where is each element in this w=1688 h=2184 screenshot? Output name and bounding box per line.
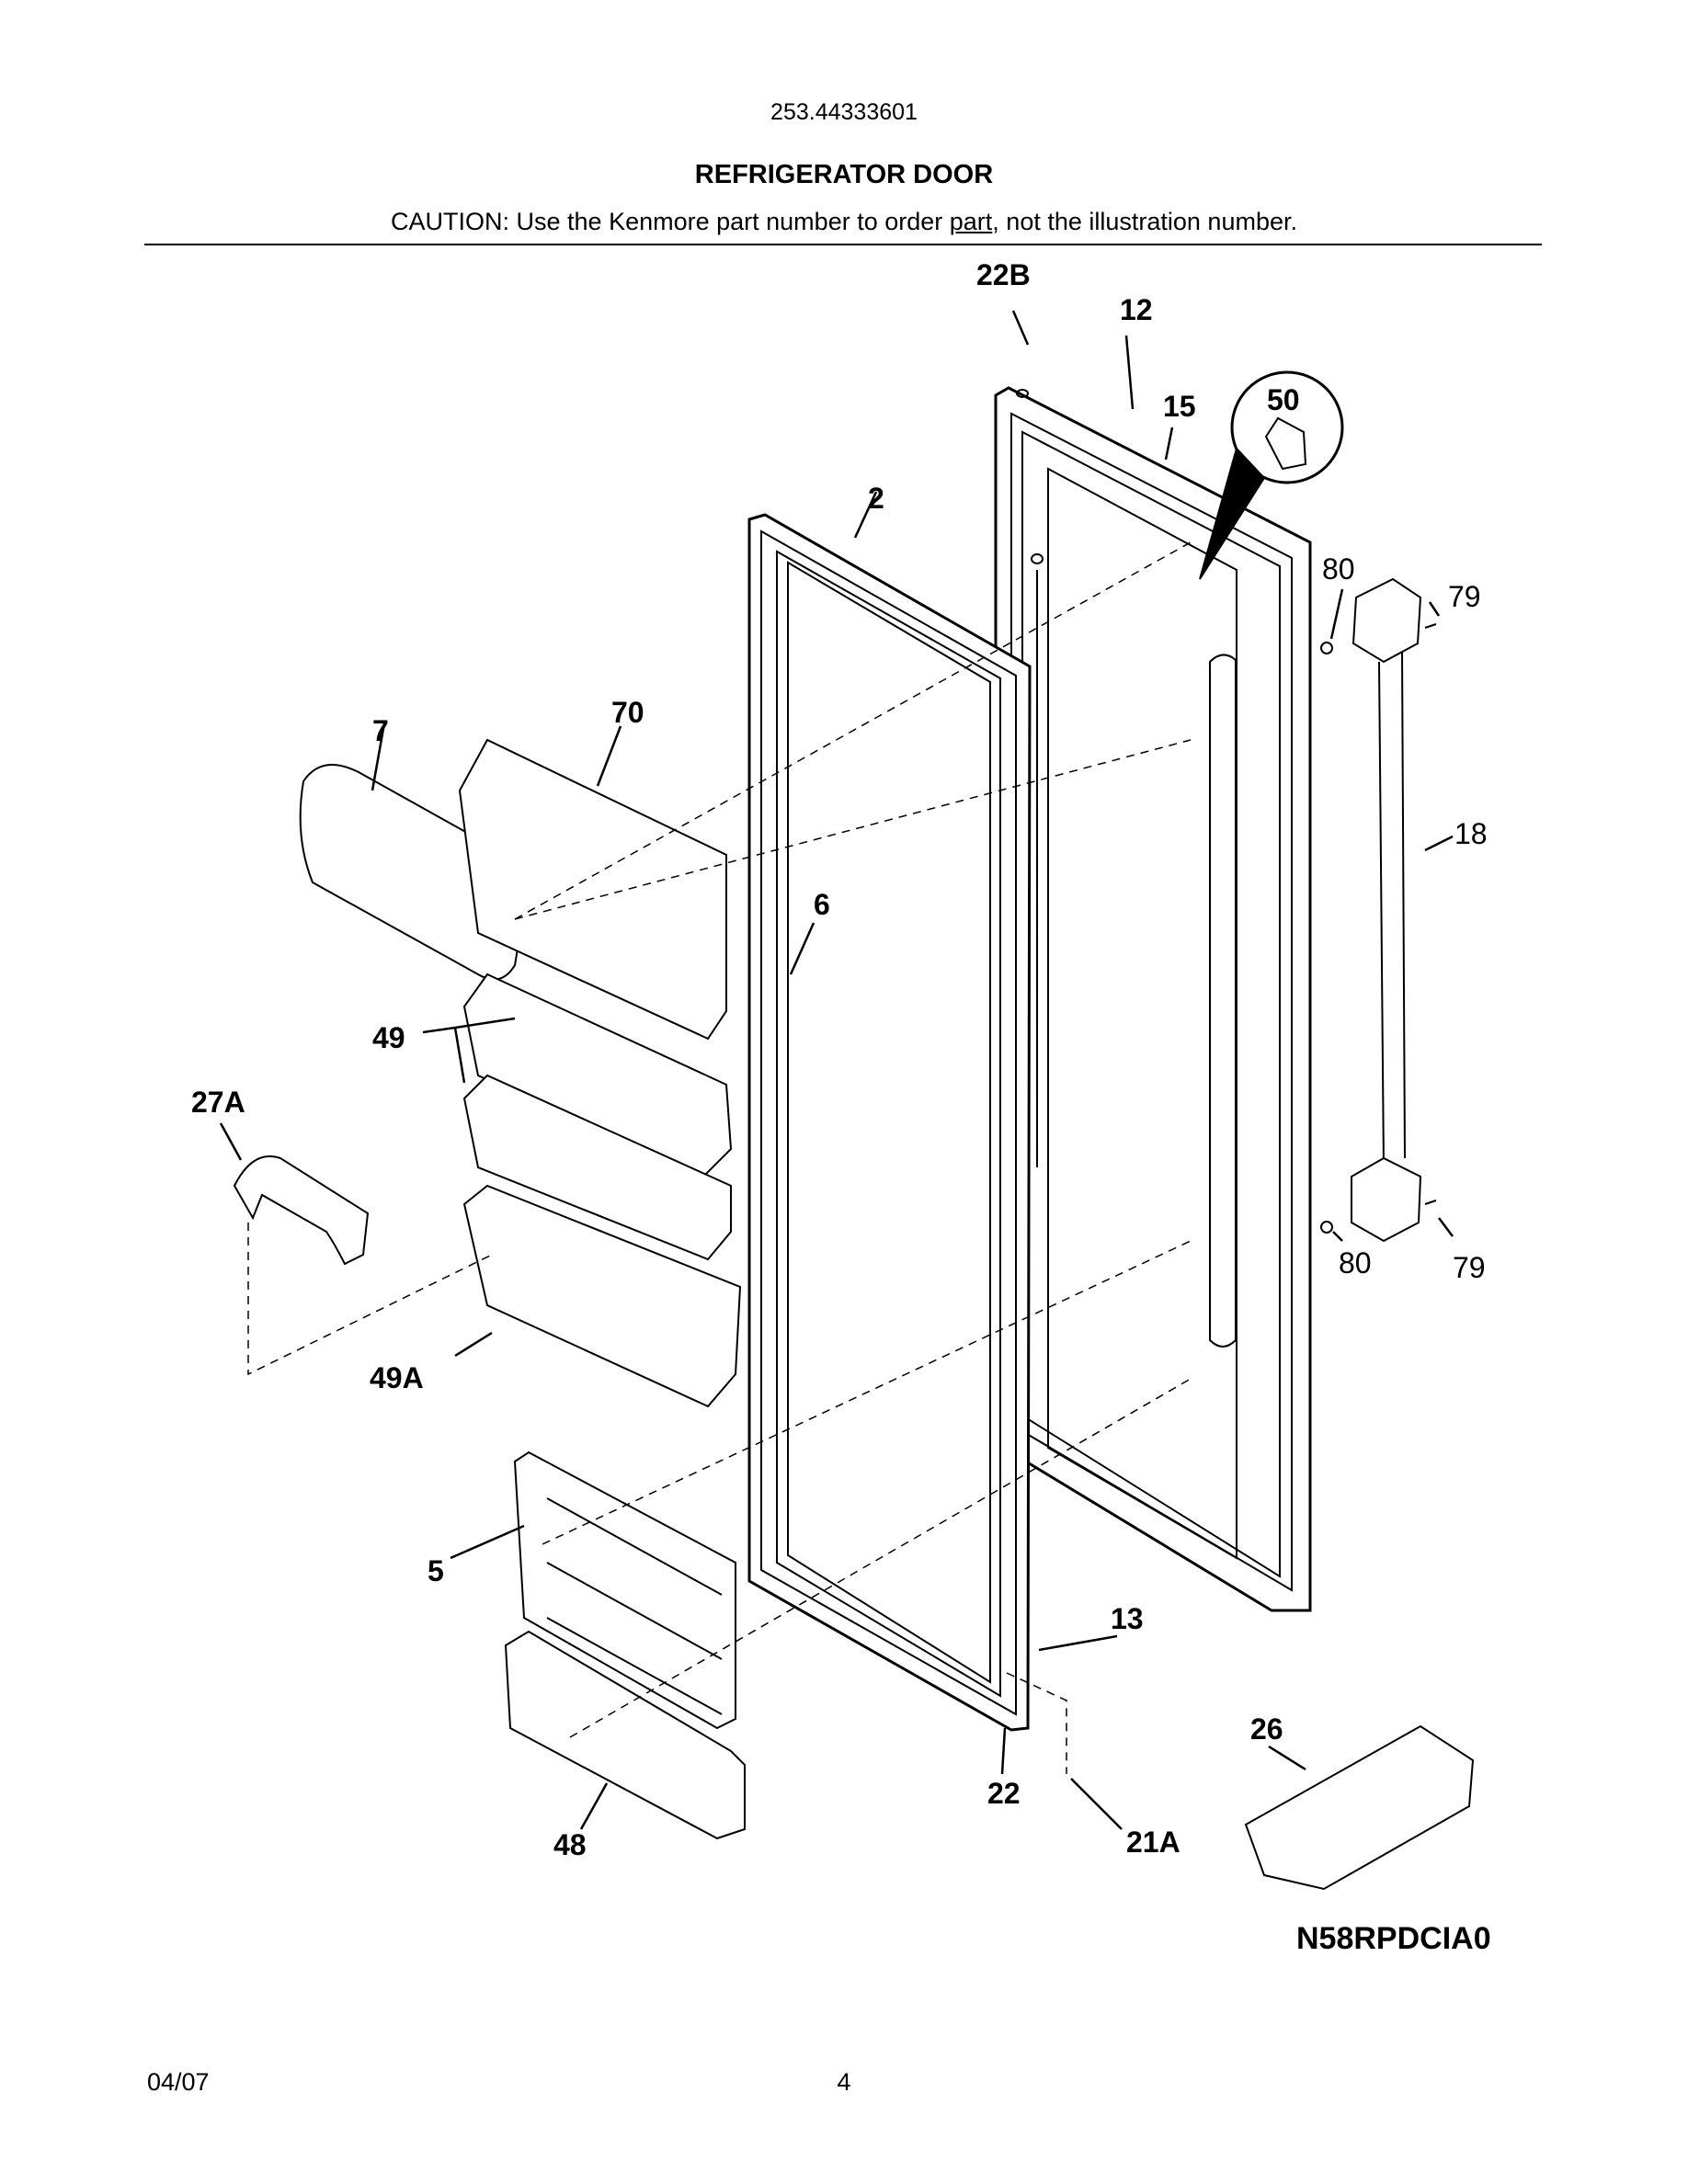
callout-48: 48 [553, 1828, 587, 1861]
page-number: 4 [837, 2068, 851, 2096]
header-rule [144, 244, 1542, 245]
bin-handle [233, 1155, 370, 1266]
callout-50: 50 [1267, 383, 1300, 416]
callout-70: 70 [611, 696, 644, 729]
callout-27a: 27A [191, 1086, 245, 1119]
callout-79-bottom: 79 [1453, 1251, 1486, 1284]
callout-49a: 49A [370, 1361, 424, 1394]
callout-13: 13 [1111, 1602, 1144, 1635]
door-gasket [747, 513, 1032, 1732]
callout-5: 5 [428, 1554, 444, 1587]
callout-12: 12 [1120, 293, 1153, 326]
caution-note: CAUTION: Use the Kenmore part number to … [0, 208, 1688, 236]
exploded-parts-diagram: 22B 12 15 50 2 80 79 7 70 18 6 49 27A 80… [191, 258, 1488, 1891]
callout-7: 7 [372, 714, 389, 747]
detail-zoom-part-50 [1199, 370, 1344, 580]
page-title: REFRIGERATOR DOOR [694, 160, 994, 189]
caution-text-2: , not the illustration number. [992, 208, 1297, 235]
callout-2: 2 [868, 482, 884, 515]
small-tray [1244, 1724, 1475, 1891]
callout-79-top: 79 [1448, 580, 1481, 613]
callout-22b: 22B [976, 258, 1031, 291]
callout-80-bottom: 80 [1339, 1246, 1372, 1280]
callout-21a: 21A [1126, 1826, 1180, 1859]
footer-date: 04/07 [147, 2068, 210, 2096]
caution-link-part: part [949, 208, 993, 235]
callout-15: 15 [1163, 390, 1196, 423]
caution-text-1: CAUTION: Use the Kenmore part number to … [391, 208, 950, 235]
model-number: 253.44333601 [770, 99, 918, 125]
callout-18: 18 [1454, 817, 1488, 850]
callout-22: 22 [987, 1777, 1021, 1810]
door-rack-and-shelf [504, 1450, 746, 1840]
diagram-code: N58RPDCIA0 [1296, 1921, 1491, 1956]
outer-door-panel [994, 386, 1312, 1612]
callout-49: 49 [372, 1021, 405, 1054]
door-handle [1320, 577, 1437, 1243]
door-bins [299, 738, 742, 1408]
callout-80-top: 80 [1322, 552, 1355, 586]
callout-6: 6 [814, 888, 830, 921]
callout-26: 26 [1250, 1712, 1283, 1746]
